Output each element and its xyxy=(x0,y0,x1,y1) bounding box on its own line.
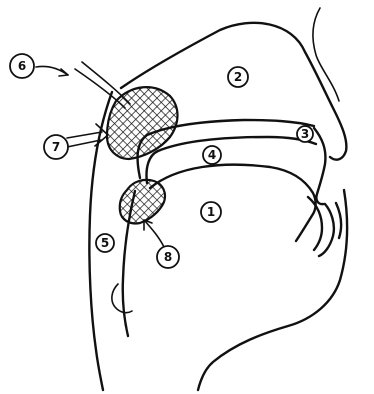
svg-text:7: 7 xyxy=(52,140,60,154)
svg-text:4: 4 xyxy=(208,148,216,162)
upper-teeth xyxy=(314,128,325,204)
svg-text:3: 3 xyxy=(301,127,309,141)
label-6: 6 xyxy=(10,54,34,78)
arrow-8 xyxy=(144,220,164,247)
svg-text:8: 8 xyxy=(164,250,172,264)
label-8: 8 xyxy=(157,246,179,268)
svg-text:1: 1 xyxy=(207,205,215,219)
svg-text:6: 6 xyxy=(18,59,26,73)
hatched-region-8 xyxy=(120,180,165,224)
svg-text:2: 2 xyxy=(234,70,242,84)
label-3: 3 xyxy=(297,126,313,142)
tongue-outline xyxy=(150,165,316,241)
lower-teeth-lip xyxy=(308,197,341,256)
label-2: 2 xyxy=(228,67,248,87)
chin-jaw-line xyxy=(198,190,347,390)
label-1: 1 xyxy=(201,202,221,222)
label-7: 7 xyxy=(44,135,68,159)
forehead-line xyxy=(313,8,339,101)
label-5: 5 xyxy=(96,234,114,252)
svg-text:5: 5 xyxy=(101,236,109,250)
label-4: 4 xyxy=(203,146,221,164)
